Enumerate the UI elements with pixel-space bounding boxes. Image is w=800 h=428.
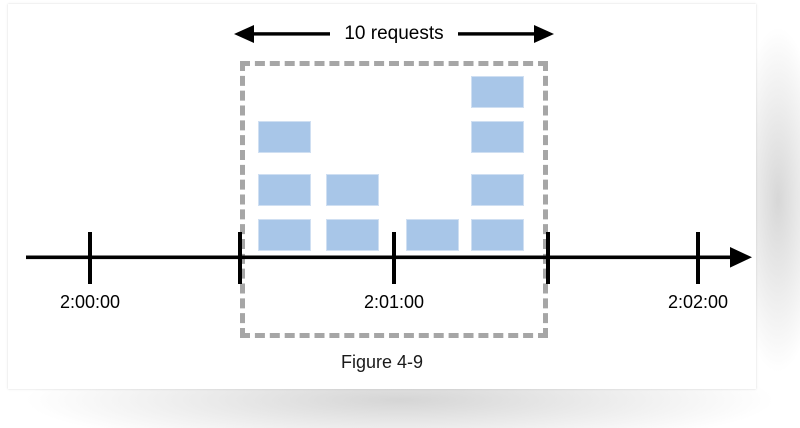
requests-span-annotation: 10 requests (232, 16, 556, 52)
request-bar (258, 174, 311, 206)
sliding-window-box (240, 61, 548, 338)
tick-label-200: 2:00:00 (59, 292, 121, 312)
span-arrow-icon (234, 25, 554, 43)
tick-label-201: 2:01:00 (363, 292, 425, 312)
tick-label-202: 2:02:00 (667, 292, 729, 312)
request-bar (258, 121, 311, 153)
requests-annotation-label: 10 requests (344, 23, 444, 44)
request-bar (258, 219, 311, 251)
request-bar (406, 219, 459, 251)
request-bar (471, 121, 524, 153)
figure-card: 10 requests 2:00:00 2:01:00 2:02:00 Figu… (8, 4, 756, 389)
request-bar (471, 174, 524, 206)
request-bar (471, 76, 524, 108)
request-bar (326, 219, 379, 251)
figure-caption: Figure 4-9 (340, 352, 424, 372)
request-bar (326, 174, 379, 206)
request-bar (471, 219, 524, 251)
timeline-axis (26, 232, 752, 284)
